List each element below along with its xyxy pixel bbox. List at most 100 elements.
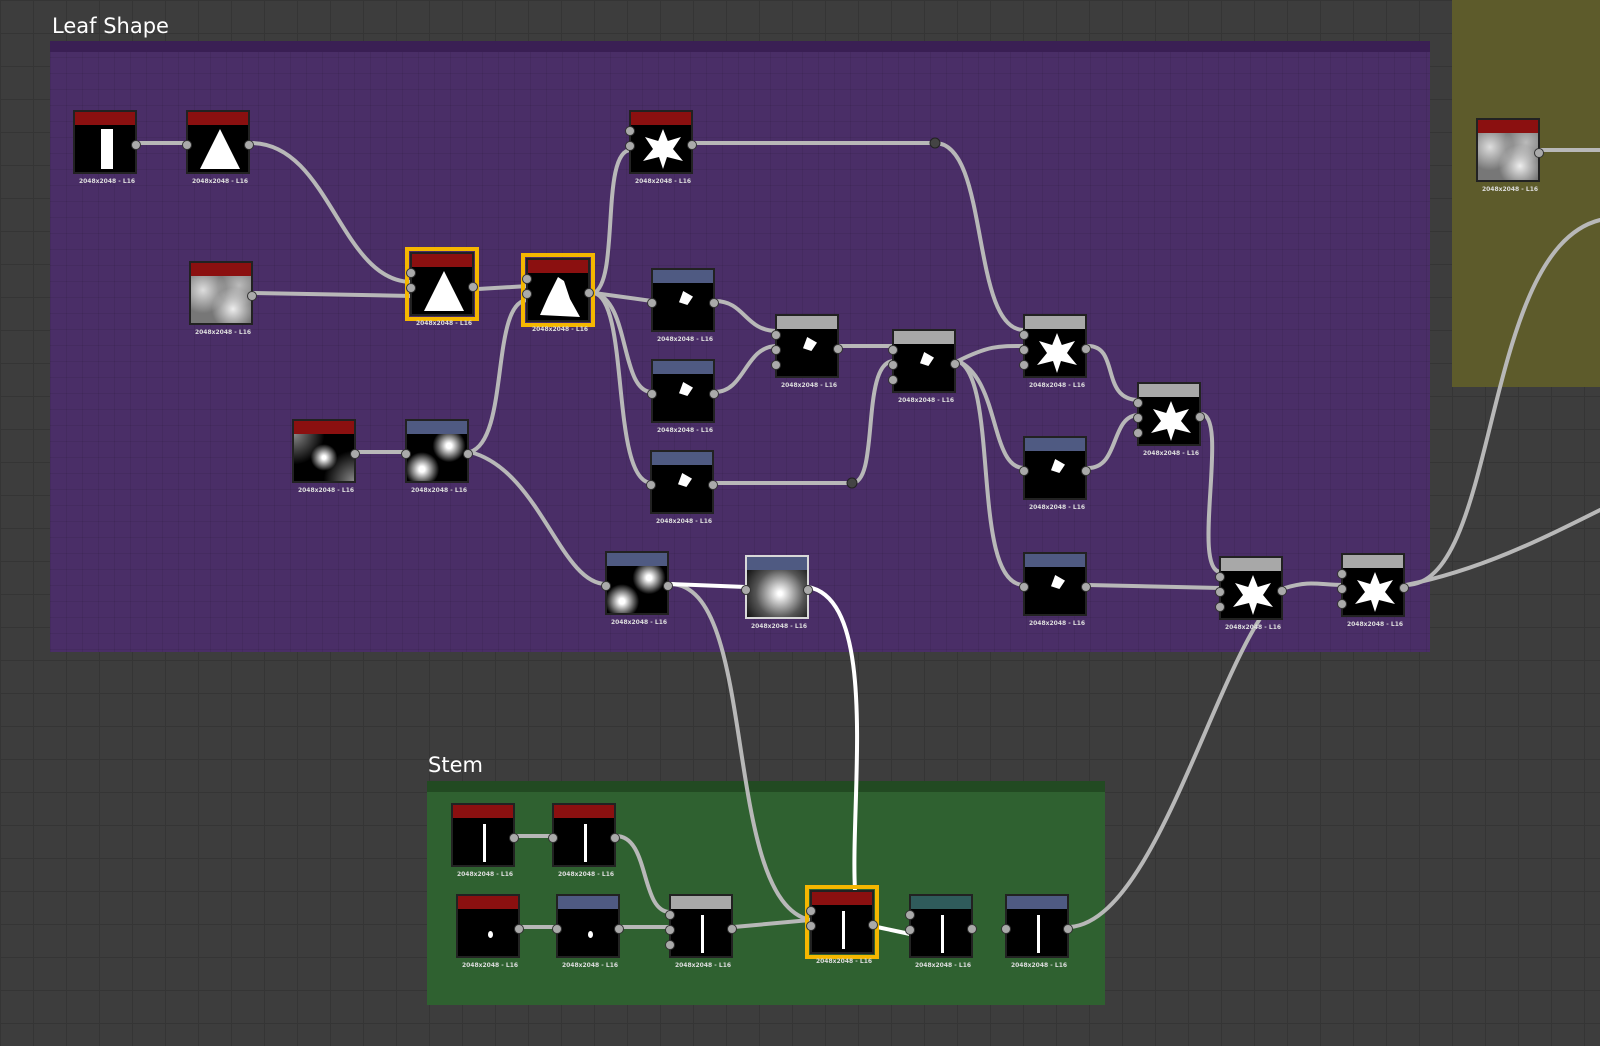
graph-node[interactable]: 2048x2048 - L16 [182,110,254,185]
input-port[interactable] [905,925,915,935]
graph-node[interactable]: 2048x2048 - L16 [292,419,360,494]
output-port[interactable] [1081,344,1091,354]
input-port[interactable] [771,330,781,340]
input-port[interactable] [1133,413,1143,423]
input-port[interactable] [1133,428,1143,438]
output-port[interactable] [708,480,718,490]
graph-node[interactable]: 2048x2048 - L16 [1019,436,1091,511]
output-port[interactable] [663,581,673,591]
graph-node[interactable]: 2048x2048 - L16 [405,247,479,327]
input-port[interactable] [1215,572,1225,582]
frame-header[interactable] [50,41,1430,52]
output-port[interactable] [350,449,360,459]
input-port[interactable] [552,924,562,934]
frame-olive[interactable] [1452,0,1600,387]
input-port[interactable] [1019,466,1029,476]
output-port[interactable] [468,282,478,292]
input-port[interactable] [665,925,675,935]
graph-node[interactable]: 2048x2048 - L16 [189,261,257,336]
input-port[interactable] [888,360,898,370]
input-port[interactable] [806,906,816,916]
output-port[interactable] [727,924,737,934]
input-port[interactable] [806,921,816,931]
output-port[interactable] [868,920,878,930]
output-port[interactable] [967,924,977,934]
output-port[interactable] [1534,148,1544,158]
graph-node[interactable]: 2048x2048 - L16 [521,253,595,333]
graph-node[interactable]: 2048x2048 - L16 [665,894,737,969]
graph-node[interactable]: 2048x2048 - L16 [548,803,620,878]
input-port[interactable] [646,480,656,490]
graph-node[interactable]: 2048x2048 - L16 [456,894,524,969]
graph-node[interactable]: 2048x2048 - L16 [1215,556,1287,631]
graph-node[interactable]: 2048x2048 - L16 [1019,552,1091,627]
input-port[interactable] [182,140,192,150]
input-port[interactable] [522,289,532,299]
graph-node[interactable]: 2048x2048 - L16 [73,110,141,185]
input-port[interactable] [1001,924,1011,934]
output-port[interactable] [709,389,719,399]
output-port[interactable] [1081,466,1091,476]
input-port[interactable] [401,449,411,459]
graph-node[interactable]: 2048x2048 - L16 [888,329,960,404]
input-port[interactable] [665,940,675,950]
input-port[interactable] [1337,584,1347,594]
graph-node[interactable]: 2048x2048 - L16 [741,555,813,630]
input-port[interactable] [406,283,416,293]
input-port[interactable] [647,298,657,308]
output-port[interactable] [463,449,473,459]
input-port[interactable] [1133,398,1143,408]
output-port[interactable] [244,140,254,150]
output-port[interactable] [833,344,843,354]
output-port[interactable] [1399,583,1409,593]
input-port[interactable] [601,581,611,591]
graph-node[interactable]: 2048x2048 - L16 [1337,553,1409,628]
input-port[interactable] [1019,345,1029,355]
graph-node[interactable]: 2048x2048 - L16 [647,268,719,343]
output-port[interactable] [950,359,960,369]
graph-node[interactable]: 2048x2048 - L16 [625,110,697,185]
output-port[interactable] [610,833,620,843]
output-port[interactable] [614,924,624,934]
output-port[interactable] [1277,586,1287,596]
graph-node[interactable]: 2048x2048 - L16 [771,314,843,389]
input-port[interactable] [406,268,416,278]
output-port[interactable] [247,291,257,301]
graph-node[interactable]: 2048x2048 - L16 [451,803,519,878]
input-port[interactable] [905,910,915,920]
input-port[interactable] [1215,587,1225,597]
input-port[interactable] [741,585,751,595]
output-port[interactable] [131,140,141,150]
input-port[interactable] [1215,602,1225,612]
input-port[interactable] [771,360,781,370]
graph-node[interactable]: 2048x2048 - L16 [1476,118,1544,193]
frame-header[interactable] [427,781,1105,792]
output-port[interactable] [687,140,697,150]
graph-node[interactable]: 2048x2048 - L16 [601,551,673,626]
input-port[interactable] [625,141,635,151]
input-port[interactable] [771,345,781,355]
input-port[interactable] [1019,330,1029,340]
frame-stem[interactable] [427,781,1105,1005]
input-port[interactable] [522,274,532,284]
input-port[interactable] [888,375,898,385]
graph-node[interactable]: 2048x2048 - L16 [1001,894,1073,969]
input-port[interactable] [665,910,675,920]
input-port[interactable] [1019,582,1029,592]
graph-node[interactable]: 2048x2048 - L16 [1019,314,1091,389]
input-port[interactable] [548,833,558,843]
output-port[interactable] [509,833,519,843]
graph-node[interactable]: 2048x2048 - L16 [905,894,977,969]
graph-node[interactable]: 2048x2048 - L16 [552,894,624,969]
output-port[interactable] [584,288,594,298]
graph-node[interactable]: 2048x2048 - L16 [647,359,719,434]
output-port[interactable] [1081,582,1091,592]
input-port[interactable] [647,389,657,399]
input-port[interactable] [1019,360,1029,370]
input-port[interactable] [625,126,635,136]
output-port[interactable] [709,298,719,308]
graph-node[interactable]: 2048x2048 - L16 [1133,382,1205,457]
input-port[interactable] [1337,569,1347,579]
input-port[interactable] [888,345,898,355]
graph-node[interactable]: 2048x2048 - L16 [805,885,879,965]
